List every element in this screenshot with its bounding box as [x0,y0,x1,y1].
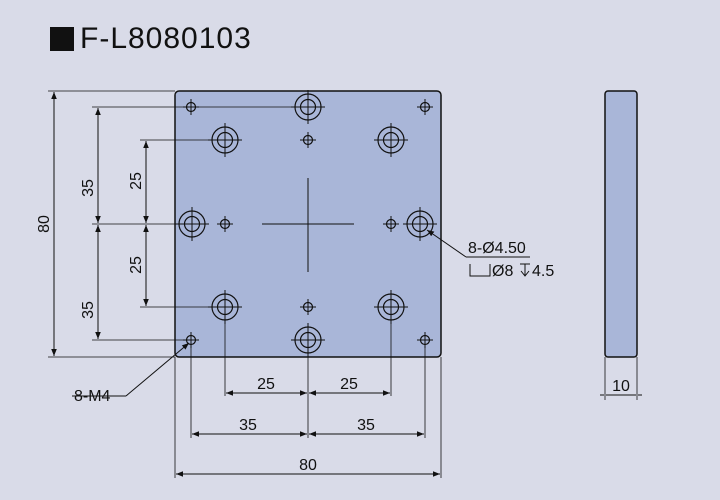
hole-spec-leader [426,229,467,258]
title-square-icon [50,27,74,51]
v-pitch-large-bottom-label: 35 [80,301,97,319]
tap-spec-label: 8-M4 [74,388,111,405]
v-pitch-large-top-label: 35 [80,179,97,197]
height-dimension-label: 80 [36,215,53,233]
tapped-hole [417,332,433,348]
plate-side-view [604,90,638,358]
vertical-extension-lines [48,90,300,358]
h-pitch-small-left-label: 25 [257,376,275,393]
counterbored-hole [291,323,325,357]
v-pitch-small-bottom-label: 25 [128,256,145,274]
tapped-hole [217,216,233,232]
horizontal-extension-lines [174,320,442,478]
tap-spec-leader [125,342,190,397]
hole-spec-label: 8-Ø4.50 [468,240,526,257]
part-number: F-L8080103 [80,22,252,55]
depth-symbol-icon [520,263,530,277]
h-pitch-large-left-label: 35 [239,417,257,434]
h-pitch-small-right-label: 25 [340,376,358,393]
width-dimension-label: 80 [299,457,317,474]
counterbored-hole [208,123,242,157]
tapped-hole [300,132,316,148]
tapped-hole [417,99,433,115]
tapped-hole [383,216,399,232]
v-pitch-small-top-label: 25 [128,172,145,190]
counterbored-hole [403,207,437,241]
center-cross [262,178,354,272]
part-number-title: F-L8080103 [50,22,252,56]
tapped-hole [300,299,316,315]
counterbore-dia-label: Ø8 [492,263,513,280]
tapped-hole [183,332,199,348]
thickness-extension-lines [604,357,638,400]
counterbored-hole [374,123,408,157]
thickness-label: 10 [612,378,630,395]
counterbore-symbol-icon [469,264,491,277]
counterbore-depth-label: 4.5 [532,263,554,280]
counterbored-hole [208,290,242,324]
h-pitch-large-right-label: 35 [357,417,375,434]
